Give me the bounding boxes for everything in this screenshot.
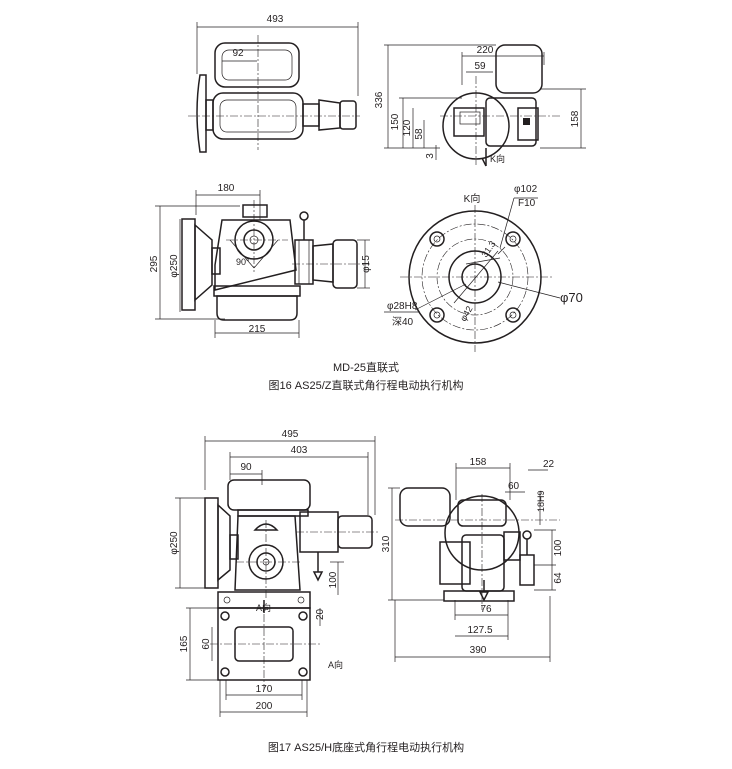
dim-403: 403 [291, 445, 308, 456]
dim-phi42: φ42 [458, 304, 475, 323]
fig17-caption: 图17 AS25/H底座式角行程电动执行机构 [267, 742, 465, 754]
dim-18h9: 18H9 [536, 490, 546, 512]
dim-90: 90 [240, 462, 252, 473]
dim-158: 158 [570, 110, 581, 127]
angle-90: 90° [236, 257, 250, 267]
dim-58: 58 [414, 128, 425, 140]
dim-phi250: φ250 [169, 254, 180, 278]
dim-295: 295 [149, 255, 160, 272]
fig16-model-label: MD-25直联式 [332, 362, 399, 374]
dim-phi70: φ70 [560, 290, 583, 305]
dim-170: 170 [256, 684, 273, 695]
fig17-side-view: 158 22 60 18H9 310 100 64 76 [381, 457, 564, 662]
dim-60-a: 60 [201, 638, 212, 650]
dim-336: 336 [374, 91, 385, 108]
dim-215: 215 [249, 324, 266, 335]
dim-phi250-b: φ250 [169, 531, 180, 555]
fig16-caption: 图16 AS25/Z直联式角行程电动执行机构 [268, 380, 464, 392]
fig17-front-view: 495 403 90 φ250 100 [169, 429, 380, 717]
dim-390: 390 [470, 645, 487, 656]
dim-3: 3 [425, 153, 436, 159]
dim-310: 310 [381, 535, 392, 552]
flange-title-k: K向 [464, 192, 481, 205]
dim-100-a: 100 [328, 571, 339, 588]
fig16-top-view: 493 92 [188, 14, 360, 153]
view-k-label: K向 [490, 153, 505, 164]
dim-180: 180 [218, 183, 235, 194]
dim-150: 150 [390, 113, 401, 130]
dim-200: 200 [256, 701, 273, 712]
dim-76: 76 [480, 604, 492, 615]
fig16-side-view: 220 59 K向 336 150 120 58 3 158 [374, 44, 586, 167]
dim-phi28h8: φ28H8 [387, 301, 418, 312]
dim-59: 59 [474, 61, 486, 72]
fig16-flange-view: K向 31.3 φ42 φ102 F10 φ70 φ28H8 深40 [384, 184, 583, 352]
label-f10: F10 [518, 198, 536, 209]
dim-92: 92 [232, 48, 244, 59]
dim-100-b: 100 [553, 539, 564, 556]
dim-phi102: φ102 [514, 184, 538, 195]
dim-220: 220 [477, 45, 494, 56]
dim-120: 120 [402, 119, 413, 136]
dim-127-5: 127.5 [467, 625, 492, 636]
dim-495: 495 [282, 429, 299, 440]
view-a-label-2: A向 [328, 659, 343, 670]
dim-22: 22 [543, 459, 555, 470]
dim-158-b: 158 [470, 457, 487, 468]
dim-64: 64 [553, 572, 564, 584]
dim-20: 20 [315, 608, 326, 620]
dim-493: 493 [267, 14, 284, 25]
label-depth40: 深40 [392, 316, 414, 328]
dim-phi15: φ15 [361, 255, 372, 273]
dim-60-b: 60 [508, 481, 520, 492]
fig16-front-view: 180 295 φ250 90° φ15 [149, 183, 372, 338]
dim-31-3: 31.3 [479, 239, 497, 259]
dim-165: 165 [179, 635, 190, 652]
view-a-label: A向 [256, 602, 271, 613]
